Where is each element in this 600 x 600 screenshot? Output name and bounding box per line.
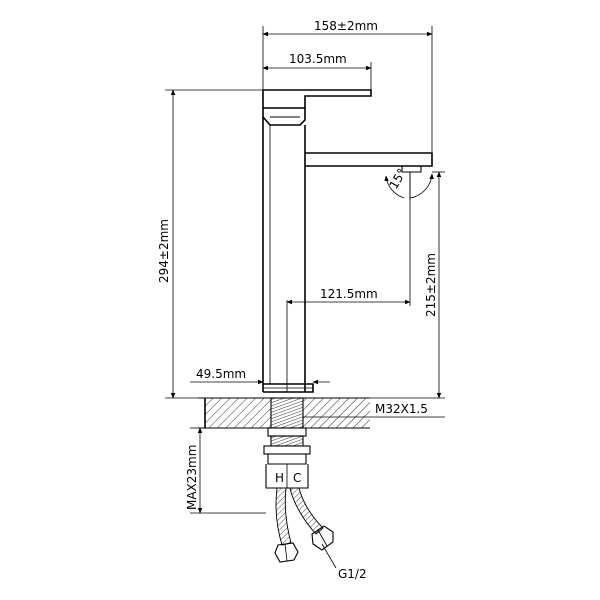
dim-thread: M32X1.5 bbox=[303, 402, 445, 418]
dim-base-diameter-label: 49.5mm bbox=[196, 367, 246, 381]
hose-hot bbox=[275, 487, 292, 546]
hose-cold bbox=[289, 487, 324, 535]
dim-hose-connection-label: G1/2 bbox=[338, 567, 367, 581]
hose-collar bbox=[267, 454, 307, 465]
dim-overall-width: 158±2mm bbox=[262, 19, 433, 152]
dim-max-thickness-label: MAX23mm bbox=[185, 445, 199, 510]
dim-max-thickness: MAX23mm bbox=[185, 427, 266, 514]
mounting-washer bbox=[267, 427, 307, 437]
supply-hoses: H C bbox=[274, 471, 334, 563]
dim-total-height: 294±2mm bbox=[157, 89, 263, 399]
mounting-nut bbox=[270, 435, 304, 447]
dim-spout-height: 215±2mm bbox=[370, 171, 445, 399]
dim-spout-reach-label: 121.5mm bbox=[320, 287, 378, 301]
dim-handle-length: 103.5mm bbox=[262, 52, 372, 90]
shank-thread bbox=[271, 398, 303, 428]
dim-base-diameter: 49.5mm bbox=[190, 367, 330, 385]
dim-handle-length-label: 103.5mm bbox=[289, 52, 347, 66]
hose-nut-cold bbox=[311, 525, 334, 551]
dim-total-height-label: 294±2mm bbox=[157, 219, 171, 283]
dim-aerator-angle: 15° bbox=[384, 166, 434, 200]
hose-nut-cold-edge bbox=[317, 529, 328, 547]
body-column bbox=[262, 117, 306, 392]
faucet-body bbox=[262, 89, 433, 393]
hose-nut-hot-edge bbox=[284, 543, 288, 562]
countertop-section bbox=[198, 397, 370, 489]
aerator bbox=[401, 166, 422, 173]
handle-lever bbox=[262, 89, 372, 108]
dim-spout-height-label: 215±2mm bbox=[424, 253, 438, 317]
lock-nut bbox=[263, 445, 311, 455]
spout bbox=[305, 152, 433, 167]
hose-label-hot: H bbox=[275, 471, 284, 485]
dim-overall-width-label: 158±2mm bbox=[314, 19, 378, 33]
hose-label-cold: C bbox=[293, 471, 301, 485]
dim-thread-label: M32X1.5 bbox=[375, 402, 428, 416]
hose-nut-hot bbox=[274, 542, 299, 563]
dim-hose-connection: G1/2 bbox=[321, 543, 367, 581]
